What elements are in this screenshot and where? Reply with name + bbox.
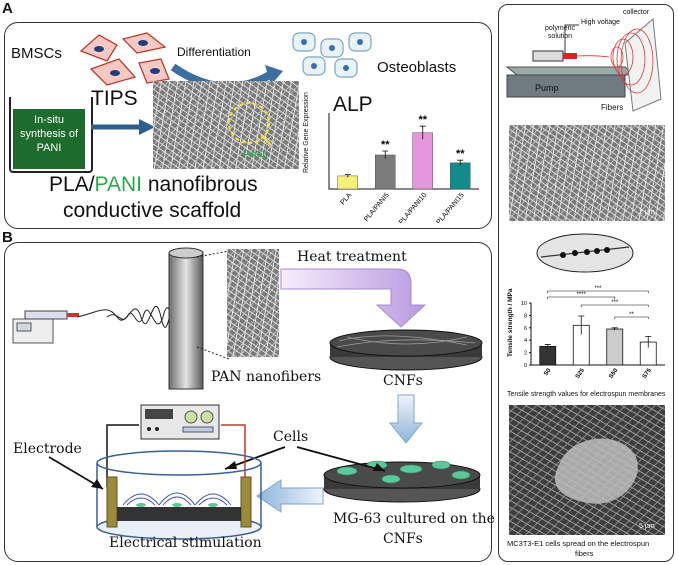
power-supply-icon [140, 404, 220, 440]
beaded-fiber-inset [536, 233, 634, 273]
alp-error-bar [419, 125, 426, 140]
alp-error-bar [457, 159, 464, 166]
tensile-significance-bracket [547, 290, 649, 293]
down-arrow [389, 394, 423, 444]
beaker [9, 97, 93, 173]
bmscs-label: BMSCs [11, 45, 62, 62]
tensile-ytick-label: 4 [524, 338, 527, 344]
tensile-significance-label: *** [594, 286, 602, 292]
cell-on-fibers-overlay [554, 438, 638, 504]
pump-label: Pump [535, 83, 559, 93]
scaffold-title-line2: conductive scaffold [63, 199, 242, 222]
fibers-label: Fibers [601, 103, 624, 112]
tensile-ytick-label: 2 [524, 351, 527, 357]
alp-bar [337, 175, 358, 190]
tips-arrow [91, 119, 155, 135]
tensile-tick-label: S50 [608, 367, 619, 380]
alp-bar-chart: PLA ** PLA/PANI5 ** PLA/PANI10 ** PLA/PANI15 [328, 113, 479, 223]
scale-bar-5um: 5 µm [639, 523, 655, 530]
alp-significance: ** [418, 114, 427, 126]
alp-tick-label: PLA/PANI15 [435, 192, 465, 223]
alp-bar [450, 162, 471, 190]
mg63-label-line2: CNFs [383, 531, 423, 547]
stimulation-wires [106, 424, 246, 487]
tensile-error-bar [578, 315, 585, 335]
alp-tick-label: PLA [339, 192, 353, 207]
scaffold-title-line1: PLA/PANI nanofibrous [49, 173, 258, 196]
scale-bar-2um: 2 µm [639, 209, 655, 216]
panel-a: BMSCs Differentiation Osteoblasts In-sit… [4, 22, 492, 229]
zoom-lines [196, 250, 230, 360]
alp-bar [412, 132, 433, 190]
in-situ-label: In-situ synthesis of PANI [19, 114, 79, 154]
osteoblast-cells-illustration [292, 32, 372, 78]
mc3t3-caption-line2: fibers [575, 549, 594, 558]
alp-error-bar [344, 174, 351, 178]
bmsc-cells-illustration [79, 32, 170, 86]
alp-error-bar [382, 150, 389, 159]
in-situ-box: In-situ synthesis of PANI [13, 109, 85, 169]
pan-nanofibers-label: PAN nanofibers [211, 369, 322, 385]
tensile-caption: Tensile strength values for electrospun … [507, 391, 666, 398]
tensile-ytick-label: 8 [524, 313, 527, 319]
cnfs-label: CNFs [383, 373, 423, 389]
panel-b: PAN nanofibers Heat treatment CNFs MG-63… [4, 242, 495, 562]
cnf-disc [329, 329, 483, 371]
left-arrow [256, 479, 324, 513]
alp-bar [375, 154, 396, 190]
tensile-error-bar [611, 327, 618, 331]
polymeric-solution-label: polymeric solution [545, 25, 575, 40]
high-voltage-label: High voltage [581, 19, 620, 26]
alp-significance: ** [381, 139, 390, 151]
collector-label: collector [623, 9, 650, 16]
electrode-label: Electrode [13, 441, 82, 457]
panel-b-label: B [2, 229, 13, 246]
syringe-pump-icon [12, 310, 79, 344]
electrode-pointer [48, 456, 104, 490]
tensile-ytick-label: 10 [521, 301, 527, 307]
cells-label: Cells [273, 429, 309, 445]
tensile-significance-label: *** [611, 300, 619, 306]
tensile-tick-label: S75 [642, 367, 653, 380]
mg63-label-line1: MG-63 cultured on the [333, 511, 495, 527]
tensile-significance-label: **** [577, 292, 587, 298]
tensile-significance-bracket [614, 316, 649, 319]
electrospinning-setup [505, 17, 662, 112]
alp-ylabel: Relative Gene Expression [303, 92, 310, 173]
alp-chart-title: ALP [333, 93, 373, 116]
tensile-ytick-label: 6 [524, 326, 527, 332]
sem-image-pla-pani [153, 81, 299, 169]
sem-image-electrospun-fibers [509, 125, 665, 221]
tensile-bar [606, 328, 624, 366]
tensile-ytick-label: 0 [524, 363, 527, 369]
heat-treatment-arrow [280, 268, 427, 328]
panel-c: collector High voltage polymeric solutio… [498, 4, 674, 562]
tensile-error-bar [645, 336, 652, 348]
tensile-tick-label: S25 [575, 367, 586, 380]
differentiation-label: Differentiation [177, 45, 251, 59]
sem-image-pan-nanofibers [227, 249, 279, 357]
tensile-error-bar [544, 344, 551, 349]
electrical-stimulation-label: Electrical stimulation [109, 535, 262, 551]
alp-tick-label: PLA/PANI10 [398, 192, 428, 223]
pani-tag: PANI [243, 149, 268, 161]
mg63-cultured-disc [323, 460, 481, 503]
tensile-bar [539, 346, 557, 366]
tips-label: TIPS [91, 87, 138, 110]
tensile-significance-bracket [547, 296, 616, 299]
tensile-tick-label: S0 [543, 367, 553, 377]
alp-tick-label: PLA/PANI5 [363, 192, 391, 223]
pani-highlight-circle [228, 102, 272, 146]
electrical-stimulation-dish [96, 450, 262, 540]
panel-a-label: A [2, 0, 13, 17]
tensile-significance-label: ** [629, 312, 634, 318]
mc3t3-caption-line1: MC3T3-E1 cells spread on the electrospun [507, 539, 650, 548]
rotating-collector [168, 247, 204, 390]
heat-treatment-label: Heat treatment [297, 249, 407, 265]
osteoblasts-label: Osteoblasts [377, 59, 457, 76]
tensile-significance-bracket [580, 304, 649, 307]
alp-significance: ** [456, 148, 465, 160]
